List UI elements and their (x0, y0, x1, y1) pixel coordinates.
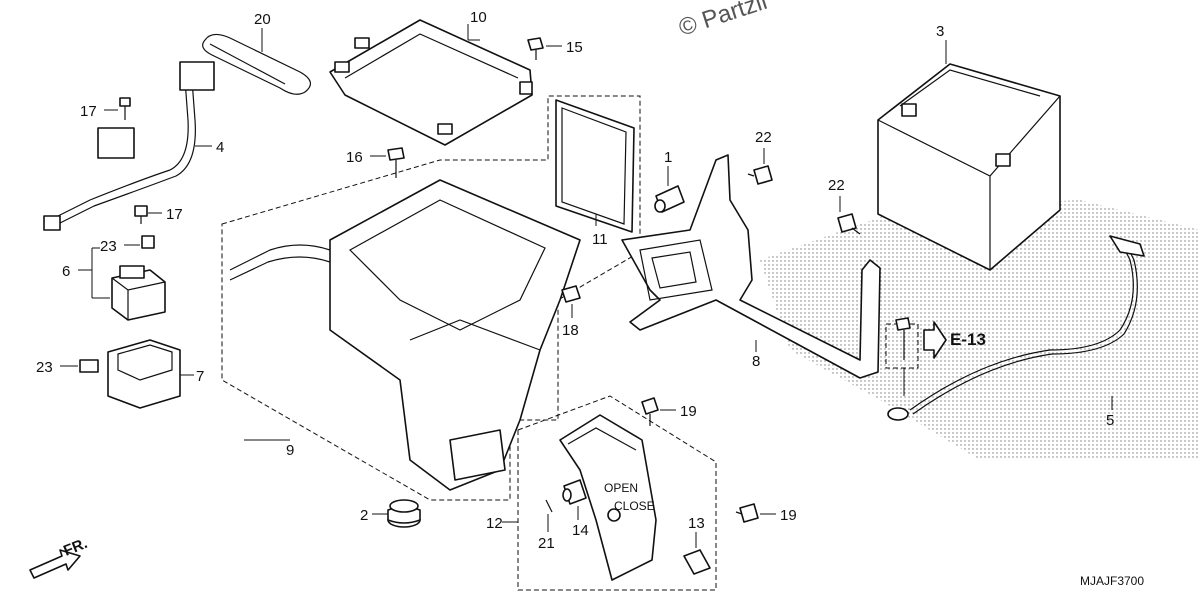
bolt-part-19-upper: 19 (641, 397, 697, 426)
cover-mark-close: CLOSE (614, 499, 655, 513)
group-outline-12 (517, 395, 717, 591)
callout-17-upper: 17 (80, 103, 97, 120)
callout-17-lower: 17 (166, 206, 183, 223)
callout-22-upper: 22 (755, 129, 772, 146)
bolt-part-22-lower: 22 (828, 177, 861, 235)
bolt-part-19-lower: 19 (735, 503, 797, 524)
callout-15: 15 (566, 39, 583, 56)
grommet-part-13: 13 (683, 515, 711, 575)
bolt-part-16: 16 (346, 147, 405, 178)
callout-2: 2 (360, 507, 368, 524)
grommet-part-2: 2 (360, 499, 421, 528)
callout-19-upper: 19 (680, 403, 697, 420)
callout-18: 18 (562, 322, 579, 339)
callout-11: 11 (592, 231, 608, 248)
callout-22-lower: 22 (828, 177, 845, 194)
lock-part-14: 14 (562, 479, 589, 539)
fuse-part-23-lower: 23 (36, 359, 99, 376)
reference-e13: E-13 (885, 317, 986, 396)
callout-3: 3 (936, 23, 944, 40)
harness-part-4: 4 (43, 61, 224, 231)
screw-part-17-lower: 17 (134, 205, 183, 224)
callout-23-lower: 23 (36, 359, 53, 376)
callout-23-upper: 23 (100, 238, 117, 255)
bolt-part-22-upper: 22 (747, 129, 773, 185)
cover-mark-open: OPEN (604, 481, 638, 495)
callout-21: 21 (538, 535, 555, 552)
callout-5: 5 (1106, 412, 1114, 429)
band-part-20: 20 (202, 11, 311, 95)
cover-part-7: 7 (107, 339, 204, 409)
front-arrow-icon (29, 549, 81, 579)
reference-text: E-13 (950, 330, 986, 349)
callout-13: 13 (688, 515, 705, 532)
bracket-part-8: 8 (621, 154, 881, 379)
callout-8: 8 (752, 353, 760, 370)
callout-14: 14 (572, 522, 589, 539)
callout-20: 20 (254, 11, 271, 28)
watermark-text: © Partzil (676, 0, 771, 42)
cable-part-5: 5 (887, 235, 1145, 429)
callout-9: 9 (286, 442, 294, 459)
callout-4: 4 (216, 139, 224, 156)
callout-7: 7 (196, 368, 204, 385)
tray-part-10: 10 (329, 9, 533, 146)
diagram-code: MJAJF3700 (1080, 574, 1144, 588)
callout-19-lower: 19 (780, 507, 797, 524)
battery-box-part-9 (229, 179, 581, 491)
pin-part-21: 21 (538, 499, 555, 552)
screw-part-17-upper: 17 (80, 97, 131, 120)
reference-arrow-icon (923, 321, 947, 359)
callout-6: 6 (62, 263, 70, 280)
pad-part-11: 11 (555, 99, 635, 248)
fuse-part-23-upper: 23 (100, 235, 155, 255)
battery-part-3: 3 (877, 23, 1061, 271)
callout-12: 12 (486, 515, 503, 532)
callout-16: 16 (346, 149, 363, 166)
side-cover-part-12: OPEN CLOSE (559, 414, 657, 581)
front-label: FR. (61, 535, 90, 560)
bolt-part-15: 15 (527, 37, 583, 60)
callout-10: 10 (470, 9, 487, 26)
callout-1: 1 (664, 149, 672, 166)
clip-part-18: 18 (561, 285, 581, 339)
relay-part-6: 6 (62, 247, 166, 321)
front-direction-indicator: FR. (29, 535, 90, 579)
cushion-part-1: 1 (654, 149, 685, 213)
